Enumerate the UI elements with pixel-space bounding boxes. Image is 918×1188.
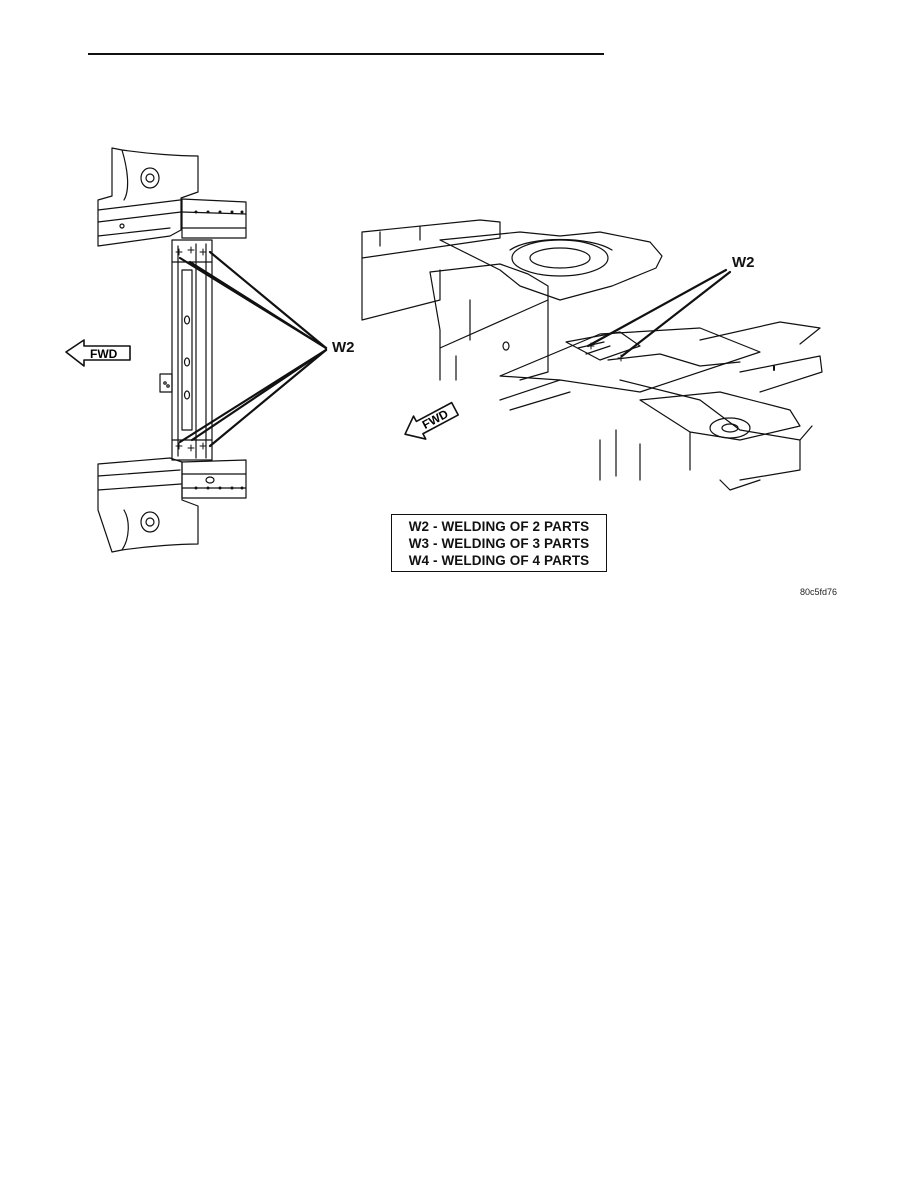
left-leader-lines <box>178 250 328 448</box>
left-bottom-rail <box>97 457 247 553</box>
left-w2-callout: W2 <box>332 339 355 356</box>
header-rule <box>88 53 604 55</box>
weld-legend: W2 - WELDING OF 2 PARTS W3 - WELDING OF … <box>391 514 607 572</box>
right-fwd-label: FWD <box>420 407 451 432</box>
welding-diagram: FWD FWD <box>65 147 823 553</box>
figure-id: 80c5fd76 <box>800 587 838 597</box>
legend-item-w2: W2 - WELDING OF 2 PARTS <box>408 519 590 534</box>
legend-item-w3: W3 - WELDING OF 3 PARTS <box>408 536 590 551</box>
top-rail-weld-dots <box>194 210 244 214</box>
legend-item-w4: W4 - WELDING OF 4 PARTS <box>408 553 590 568</box>
crossmember-weld-marks <box>175 246 207 452</box>
left-fwd-arrow-shape <box>65 339 131 367</box>
right-underbody <box>361 219 823 491</box>
right-fwd-arrow-shape <box>404 401 460 440</box>
left-fwd-label: FWD <box>90 347 118 361</box>
left-top-rail <box>97 147 247 247</box>
right-w2-callout: W2 <box>732 254 755 271</box>
bottom-rail-weld-dots <box>194 486 244 490</box>
right-leader-lines <box>586 268 732 358</box>
